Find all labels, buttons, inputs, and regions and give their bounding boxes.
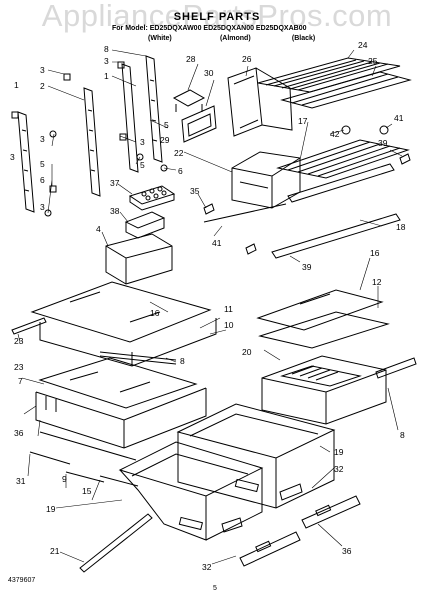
callout: 41 <box>394 113 404 123</box>
glass-shelf-7 <box>38 357 198 409</box>
callout: 36 <box>342 546 352 556</box>
callout: 6 <box>178 166 183 176</box>
callout: 3 <box>10 152 15 162</box>
trim-30 <box>181 105 217 143</box>
callout: 8 <box>180 356 185 366</box>
callout: 35 <box>190 186 200 196</box>
callout: 25 <box>368 56 378 66</box>
wire-shelf-25 <box>280 71 412 109</box>
callout: 22 <box>174 148 184 158</box>
clips <box>203 125 411 255</box>
color-variants: (White) (Almond) (Black) <box>148 35 378 42</box>
callout: 16 <box>370 248 380 258</box>
callout: 3 <box>40 65 45 75</box>
bracket-28 <box>172 89 206 112</box>
handles-32-36 <box>221 483 361 567</box>
callout: 26 <box>242 54 252 64</box>
callout: 23 <box>14 362 24 372</box>
callout: 41 <box>212 238 222 248</box>
callout: 5 <box>40 159 45 169</box>
glass-shelf-16-right <box>256 289 384 331</box>
rail-23-left <box>11 317 47 335</box>
callout: 37 <box>110 178 120 188</box>
glass-shelf-16-left <box>30 281 212 343</box>
door-bin-4 <box>105 233 173 285</box>
wire-shelf-17 <box>276 139 410 179</box>
model-numbers: For Model: ED25DQXAW00 ED25DQXAN00 ED25D… <box>112 25 307 32</box>
crisper-20 <box>261 355 387 425</box>
callout: 20 <box>242 347 252 357</box>
callout: 39 <box>302 262 312 272</box>
callout: 8 <box>400 430 405 440</box>
callout: 17 <box>298 116 308 126</box>
callout: 11 <box>224 304 233 314</box>
watermark: AppliancePartsPros.com <box>41 0 393 33</box>
rail-18 <box>203 163 395 223</box>
leader-lines <box>17 49 403 565</box>
callout: 24 <box>358 40 368 50</box>
rail-21 <box>79 513 153 573</box>
callout: 39 <box>378 138 388 148</box>
callout: 19 <box>334 447 344 457</box>
callout: 9 <box>62 474 67 484</box>
callout: 4 <box>96 224 101 234</box>
drawer-19-left <box>118 441 264 541</box>
callout: 42 <box>330 129 340 139</box>
callout: 6 <box>40 175 45 185</box>
rail-8-left <box>99 351 177 365</box>
shelf-support-strips <box>11 55 168 217</box>
variant-almond: (Almond) <box>219 35 251 42</box>
rail-8-right <box>375 357 417 379</box>
page-number: 5 <box>213 585 217 592</box>
callout: 38 <box>110 206 120 216</box>
callout: 15 <box>82 486 92 496</box>
callout: 12 <box>372 277 382 287</box>
callout-labels: 8 3 1 3 2 1 3 3 5 6 3 3 5 6 5 29 28 30 2… <box>10 40 406 572</box>
callout: 23 <box>14 336 24 346</box>
callout: 2 <box>40 81 45 91</box>
rail-39 <box>271 213 401 259</box>
callout: 16 <box>150 308 160 318</box>
shelf-frame-26 <box>227 67 293 137</box>
butter-tray-38 <box>124 211 166 239</box>
callout: 8 <box>104 44 109 54</box>
wire-shelf-24 <box>257 57 401 93</box>
callout: 32 <box>202 562 212 572</box>
callout: 19 <box>46 504 56 514</box>
callout: 28 <box>186 54 196 64</box>
callout: 21 <box>50 546 60 556</box>
callout: 5 <box>164 120 169 130</box>
callout: 3 <box>140 137 145 147</box>
frame-10 <box>35 387 207 449</box>
rails-9-15-31 <box>29 431 139 487</box>
callout: 5 <box>140 160 145 170</box>
drawer-19-right <box>176 403 336 509</box>
callout: 1 <box>104 71 109 81</box>
callout: 10 <box>224 320 234 330</box>
shelf-frame-12 <box>258 311 390 349</box>
variant-white: (White) <box>148 35 172 42</box>
callout: 3 <box>104 56 109 66</box>
callout: 1 <box>14 80 19 90</box>
callout: 32 <box>334 464 344 474</box>
callout: 30 <box>204 68 214 78</box>
callout: 3 <box>40 202 45 212</box>
callout: 3 <box>40 134 45 144</box>
variant-black: (Black) <box>291 35 316 42</box>
egg-tray-37 <box>128 185 176 211</box>
callout: 7 <box>18 376 23 386</box>
document-number: 4379607 <box>8 577 36 584</box>
diagram-title: SHELF PARTS <box>173 11 261 23</box>
callout: 36 <box>14 428 24 438</box>
callout: 31 <box>16 476 26 486</box>
callout: 29 <box>160 135 170 145</box>
callout: 18 <box>396 222 406 232</box>
